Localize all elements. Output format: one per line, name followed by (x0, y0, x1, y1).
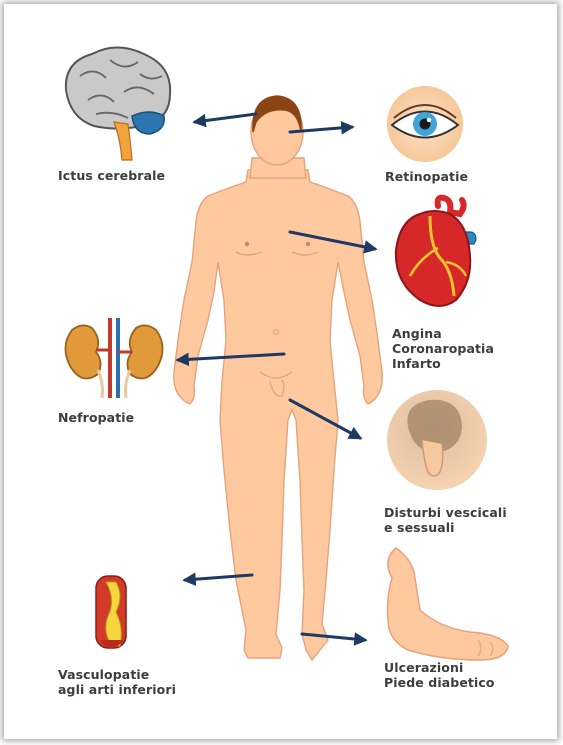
label-text: Ictus cerebrale (58, 168, 165, 183)
label-ictus-cerebrale: Ictus cerebrale (58, 168, 165, 183)
label-cardiovascular: Angina Coronaropatia Infarto (392, 326, 494, 371)
label-line: e sessuali (384, 520, 507, 535)
label-line: Coronaropatia (392, 341, 494, 356)
heart-icon (396, 198, 476, 306)
label-line: Angina (392, 326, 494, 341)
arrow-brain (195, 114, 256, 122)
label-line: Infarto (392, 356, 494, 371)
label-ulcerazioni: Ulcerazioni Piede diabetico (384, 660, 495, 690)
label-line: agli arti inferiori (58, 682, 176, 697)
human-body (174, 96, 382, 660)
label-text: Retinopatie (385, 169, 468, 184)
label-nefropatie: Nefropatie (58, 410, 134, 425)
bladder-icon (387, 390, 487, 490)
label-line: Disturbi vescicali (384, 505, 507, 520)
label-disturbi: Disturbi vescicali e sessuali (384, 505, 507, 535)
label-retinopatie: Retinopatie (385, 169, 468, 184)
label-text: Nefropatie (58, 410, 134, 425)
foot-icon (388, 548, 509, 660)
brain-icon (66, 47, 170, 160)
eye-icon (387, 86, 463, 162)
label-line: Ulcerazioni (384, 660, 495, 675)
label-line: Piede diabetico (384, 675, 495, 690)
label-vasculopatie: Vasculopatie agli arti inferiori (58, 667, 176, 697)
label-line: Vasculopatie (58, 667, 176, 682)
kidneys-icon (65, 318, 162, 398)
artery-icon (96, 576, 126, 648)
